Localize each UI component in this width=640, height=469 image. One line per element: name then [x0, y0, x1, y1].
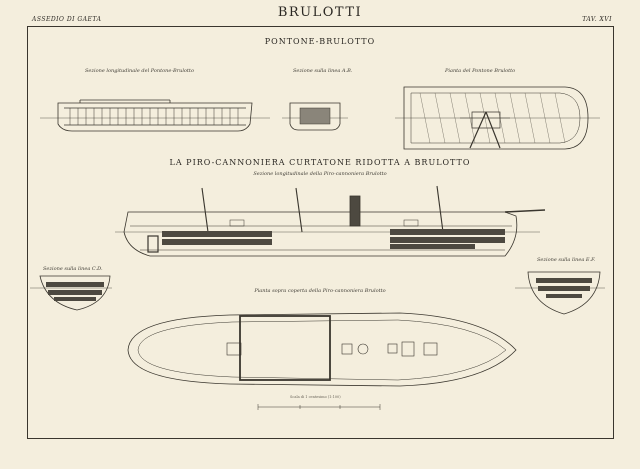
plate-border [27, 26, 614, 439]
piro-longitudinal-section [115, 185, 546, 257]
piro-title: LA PIRO-CANNONIERA CURTATONE RIDOTTA A B… [169, 158, 471, 167]
pontone-section-ab-label: Sezione sulla linea A.B. [293, 68, 353, 74]
plate-title: BRULOTTI [277, 5, 363, 20]
scale-bar [257, 404, 381, 410]
pontone-section-ab [282, 102, 348, 131]
pontone-longitudinal-label: Sezione longitudinale del Pontone-Brulot… [85, 68, 194, 74]
deck-plan-label: Pianta sopra coperta della Piro-cannonie… [254, 288, 386, 294]
piro-section-ef [515, 271, 605, 315]
pontone-title: PONTONE-BRULOTTO [264, 37, 376, 46]
pontone-plan-label: Pianta del Pontone Brulotto [445, 68, 516, 74]
pontone-plan [395, 86, 600, 150]
section-ef-label: Sezione sulla linea E.F. [537, 257, 596, 263]
piro-section-cd [30, 275, 112, 311]
pontone-longitudinal-section [40, 99, 270, 132]
plate-number: TAV. XVI [582, 16, 612, 23]
plate-header-left: ASSEDIO DI GAETA [32, 16, 102, 23]
piro-deck-plan [127, 312, 517, 387]
scale-note: Scala di 1 centesimo (1:100) [290, 395, 341, 399]
piro-subtitle: Sezione longitudinale della Piro-cannoni… [253, 171, 387, 177]
section-cd-label: Sezione sulla linea C.D. [43, 266, 103, 272]
